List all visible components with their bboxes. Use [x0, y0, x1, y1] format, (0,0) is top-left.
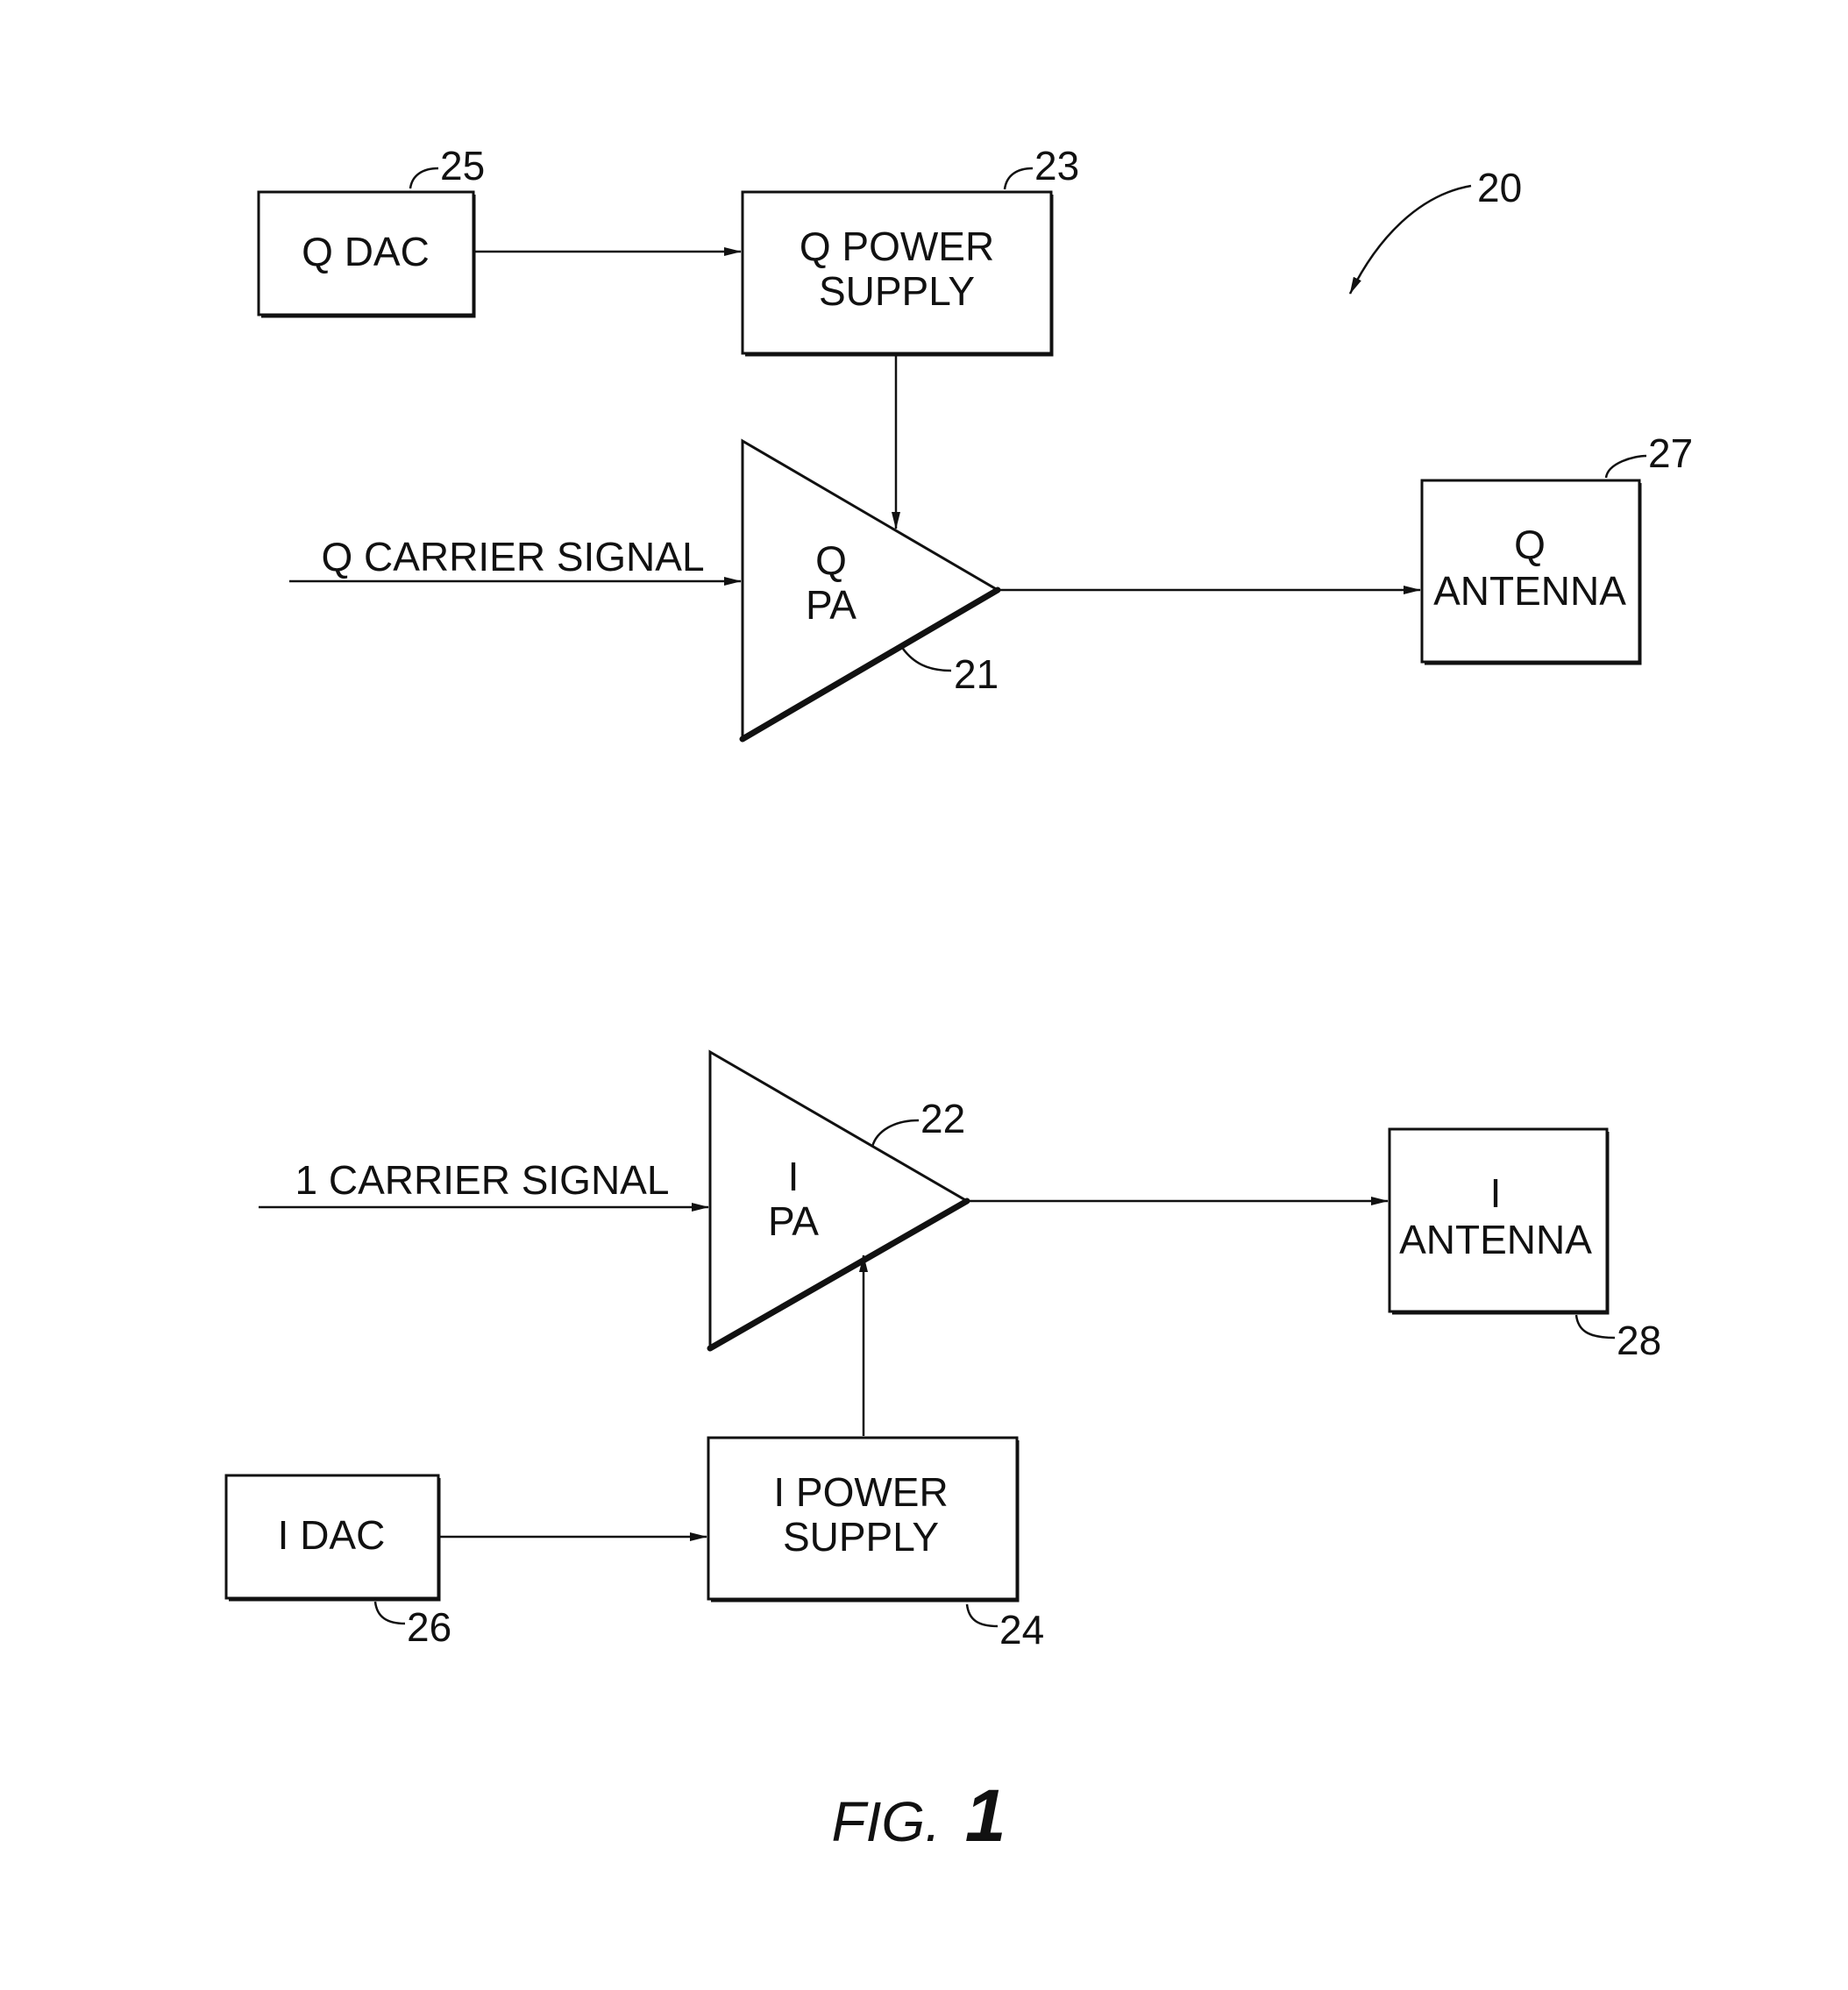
i-antenna-block: I ANTENNA [1390, 1129, 1608, 1313]
svg-text:21: 21 [954, 651, 999, 697]
q-power-supply-ref: 23 [1005, 143, 1079, 189]
i-antenna-ref: 28 [1576, 1315, 1661, 1363]
q-power-supply-label-line1: Q POWER [800, 224, 994, 269]
svg-text:28: 28 [1617, 1318, 1661, 1363]
i-antenna-label-line1: I [1490, 1170, 1502, 1216]
figure-reference-20: 20 [1350, 165, 1522, 294]
i-antenna-label-line2: ANTENNA [1399, 1217, 1592, 1262]
i-pa-label-line1: I [788, 1154, 800, 1199]
i-power-supply-label-line1: I POWER [773, 1469, 948, 1515]
figure-caption-number: 1 [965, 1774, 1006, 1857]
i-power-supply-ref: 24 [967, 1604, 1044, 1652]
i-dac-block: I DAC [226, 1475, 439, 1600]
i-power-supply-block: I POWER SUPPLY [708, 1438, 1018, 1601]
q-carrier-signal-label: Q CARRIER SIGNAL [321, 534, 704, 579]
svg-text:22: 22 [920, 1096, 965, 1141]
q-antenna-label-line1: Q [1514, 522, 1546, 567]
i-carrier-signal-label: 1 CARRIER SIGNAL [295, 1157, 670, 1203]
svg-text:FIG. 1: FIG. 1 [832, 1774, 1006, 1857]
q-carrier-signal: Q CARRIER SIGNAL [289, 534, 741, 581]
i-dac-label: I DAC [278, 1512, 386, 1558]
figure-caption: FIG. 1 [832, 1774, 1006, 1857]
i-carrier-signal: 1 CARRIER SIGNAL [259, 1157, 708, 1207]
svg-text:23: 23 [1034, 143, 1079, 188]
q-dac-block: Q DAC [259, 192, 474, 316]
q-power-supply-block: Q POWER SUPPLY [743, 192, 1052, 355]
svg-text:24: 24 [999, 1607, 1044, 1652]
q-antenna-ref: 27 [1606, 430, 1693, 478]
i-dac-ref: 26 [375, 1602, 451, 1650]
q-antenna-block: Q ANTENNA [1422, 480, 1640, 664]
i-pa-ref: 22 [872, 1096, 965, 1147]
svg-text:20: 20 [1477, 165, 1522, 210]
svg-text:26: 26 [407, 1604, 451, 1650]
q-pa-label-line2: PA [806, 582, 856, 628]
i-power-supply-label-line2: SUPPLY [783, 1514, 939, 1560]
q-antenna-label-line2: ANTENNA [1433, 568, 1626, 614]
i-pa-label-line2: PA [768, 1198, 819, 1244]
q-dac-label: Q DAC [302, 229, 430, 274]
svg-text:27: 27 [1648, 430, 1693, 476]
svg-text:25: 25 [440, 143, 485, 188]
q-pa-ref: 21 [903, 649, 999, 697]
q-power-supply-label-line2: SUPPLY [819, 268, 975, 314]
q-pa-label-line1: Q [815, 537, 847, 583]
figure-caption-prefix: FIG. [832, 1790, 941, 1853]
q-dac-ref: 25 [410, 143, 485, 188]
